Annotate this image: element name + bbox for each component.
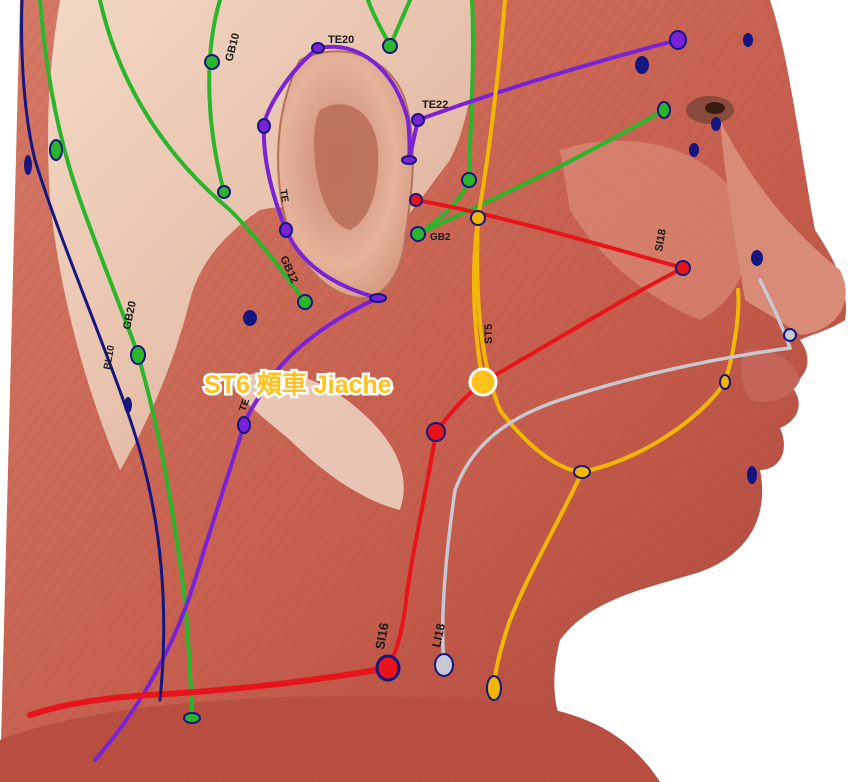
acupoint-st-upper <box>471 211 485 225</box>
acupoint-gb-neck <box>50 140 62 160</box>
acupoint-te21 <box>402 156 416 164</box>
acupoint-gb-top <box>383 39 397 53</box>
label-te-ear: TE <box>277 189 290 204</box>
label-st5: ST5 <box>483 324 495 344</box>
acupoint-li18 <box>435 654 453 676</box>
acupoint-gb10 <box>205 55 219 69</box>
label-gb2: GB2 <box>430 232 451 243</box>
acupoint-navy-4 <box>711 117 721 131</box>
acupoint-gb2 <box>411 227 425 241</box>
label-te20: TE20 <box>328 34 354 46</box>
acupoint-gb12 <box>298 295 312 309</box>
acupoint-gb-temple <box>218 186 230 198</box>
acupoint-gb-lower <box>184 713 200 723</box>
acupoint-gb-eye <box>658 102 670 118</box>
acupoint-te20 <box>312 43 324 53</box>
acupoint-st-mouth <box>720 375 730 389</box>
label-te22: TE22 <box>422 99 448 111</box>
acupoint-navy-5 <box>689 143 699 157</box>
acupoint-te-ear-lower <box>280 223 292 237</box>
acupoint-st-jaw <box>427 423 445 441</box>
acupoint-st-chin <box>574 466 590 478</box>
acupoint-navy-2 <box>635 56 649 74</box>
acupoint-li-nose <box>784 329 796 341</box>
acupoint-gb-cheek <box>462 173 476 187</box>
acupoint-te22 <box>412 114 424 126</box>
acupoint-navy-3 <box>743 33 753 47</box>
acupoint-navy-1 <box>243 310 257 326</box>
acupoint-te17 <box>370 294 386 302</box>
acupoint-gb20 <box>131 346 145 364</box>
eye-highlight <box>705 102 725 114</box>
st6-label: ST6 頰車 Jiache <box>204 371 392 399</box>
acupoint-si18 <box>676 261 690 275</box>
acupoint-navy-7 <box>747 466 757 484</box>
acupoint-st7 <box>410 194 422 206</box>
acupoint-st6-highlight[interactable] <box>470 369 496 395</box>
acupoint-te-ear-upper <box>258 119 270 133</box>
acupoint-te23 <box>670 31 686 49</box>
acupoint-navy-6 <box>751 250 763 266</box>
acupoint-te-neck <box>238 417 250 433</box>
acupoint-si16 <box>377 656 399 680</box>
acupoint-st-neck <box>487 676 501 700</box>
acupoint-navy-9 <box>124 397 132 413</box>
acupoint-navy-8 <box>24 155 32 175</box>
